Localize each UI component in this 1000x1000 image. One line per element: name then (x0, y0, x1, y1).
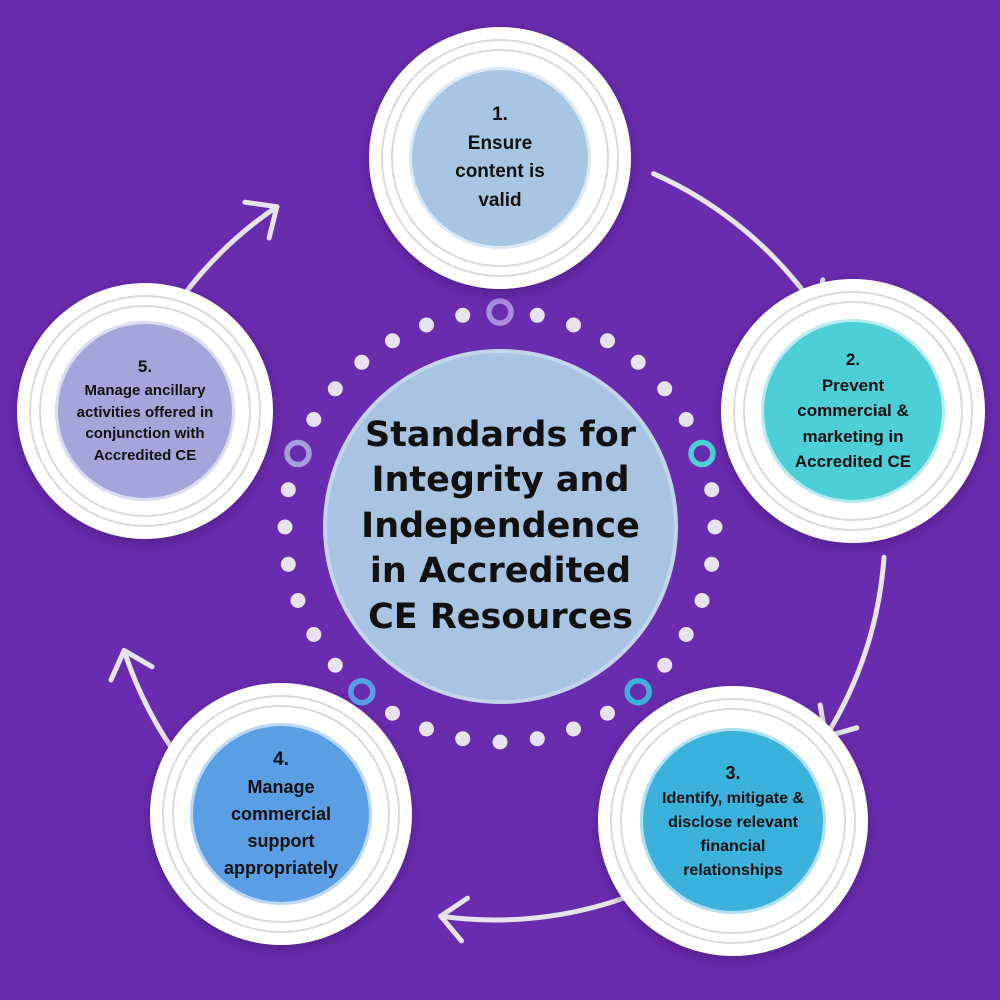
accent-ring (624, 677, 652, 706)
ring-dot (290, 593, 306, 608)
step-node-4: 4. Manage commercial support appropriate… (150, 683, 412, 945)
ring-dot (385, 705, 400, 721)
ring-dot (306, 627, 322, 642)
ring-dot (327, 657, 343, 673)
step-node-1: 1. Ensure content is valid (369, 27, 631, 289)
ring-dot (704, 482, 720, 498)
step-inner-3: 3. Identify, mitigate & disclose relevan… (640, 728, 826, 914)
step-label-2: Prevent commercial & marketing in Accred… (794, 375, 912, 472)
step-inner-2: 2. Prevent commercial & marketing in Acc… (761, 319, 945, 503)
ring-dot (657, 381, 673, 397)
step-node-5: 5. Manage ancillary activities offered i… (17, 283, 273, 539)
ring-dot (385, 333, 400, 349)
ring-dot (630, 354, 646, 370)
dotted-ring (277, 298, 723, 750)
step-inner-1: 1. Ensure content is valid (409, 67, 591, 249)
step-label-3: Identify, mitigate & disclose relevant f… (662, 789, 804, 879)
step-inner-5: 5. Manage ancillary activities offered i… (55, 321, 235, 501)
cycle-arrow-1 (651, 171, 821, 315)
step-label-1: Ensure content is valid (455, 132, 545, 211)
step-number-2: 2. (845, 350, 861, 370)
ring-dot (277, 519, 293, 535)
arrowhead-3 (438, 895, 470, 944)
arrowhead-4 (108, 648, 155, 683)
ring-dot (600, 333, 615, 349)
ring-dot (529, 731, 545, 747)
ring-dot (657, 657, 673, 673)
ring-dot (306, 412, 322, 427)
ring-dot (280, 482, 296, 498)
accent-ring (348, 677, 376, 706)
ring-dot (492, 734, 508, 750)
ring-dot (354, 354, 370, 370)
ring-dot (707, 519, 723, 535)
arrowhead-5 (242, 199, 280, 241)
step-number-4: 4. (273, 748, 289, 770)
step-number-1: 1. (492, 104, 508, 125)
step-node-3: 3. Identify, mitigate & disclose relevan… (598, 686, 868, 956)
ring-dot (704, 556, 720, 572)
ring-dot (600, 705, 615, 721)
accent-ring (284, 439, 312, 468)
ring-dot (678, 627, 694, 642)
step-number-3: 3. (725, 762, 741, 783)
ring-dot (455, 731, 471, 747)
step-label-5: Manage ancillary activities offered in c… (76, 381, 214, 465)
ring-dot (678, 412, 694, 427)
accent-ring (486, 298, 514, 326)
center-circle: Standards for Integrity and Independence… (323, 349, 678, 704)
ring-dot (327, 381, 343, 397)
step-number-5: 5. (137, 357, 153, 377)
accent-ring (688, 439, 716, 468)
ring-dot (566, 317, 581, 333)
ring-dot (419, 317, 434, 333)
ring-dot (566, 721, 581, 737)
cycle-arrow-2 (823, 554, 887, 740)
ring-dot (455, 307, 471, 323)
ring-dot (280, 556, 296, 572)
step-label-4: Manage commercial support appropriately (223, 777, 339, 879)
ring-dot (419, 721, 434, 737)
ring-dot (694, 593, 710, 608)
ring-dot (529, 307, 545, 323)
center-title: Standards for Integrity and Independence… (361, 414, 640, 637)
step-inner-4: 4. Manage commercial support appropriate… (190, 723, 372, 905)
step-node-2: 2. Prevent commercial & marketing in Acc… (721, 279, 985, 543)
